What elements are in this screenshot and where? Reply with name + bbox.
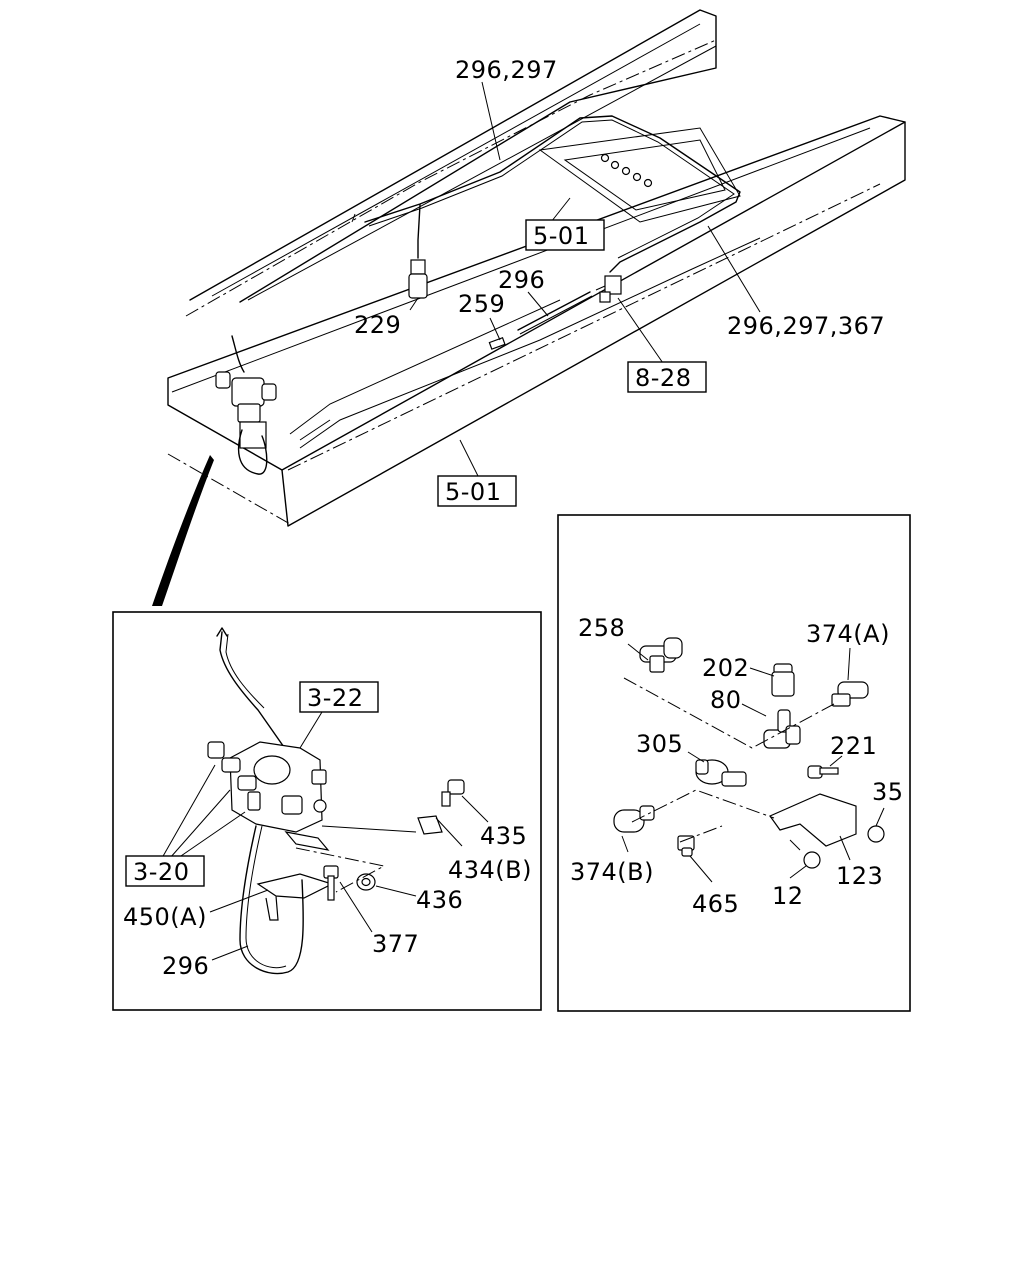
ref-8-28-label: 8-28 — [635, 364, 691, 392]
fitting-305-drawing — [695, 759, 747, 787]
fitting-374a-drawing — [831, 681, 869, 707]
label-374b: 374(B) — [570, 858, 654, 886]
ref-box-3-22[interactable]: 3-22 — [299, 681, 379, 713]
label-296-pipe-top: 296 — [498, 266, 545, 294]
ref-box-3-20[interactable]: 3-20 — [125, 855, 205, 887]
fitting-258-drawing — [639, 637, 683, 673]
label-80: 80 — [710, 686, 742, 714]
tee-80-drawing — [763, 709, 801, 749]
ref-box-5-01-bottom[interactable]: 5-01 — [437, 475, 517, 507]
nut-436-drawing — [356, 873, 376, 891]
label-259: 259 — [458, 290, 505, 318]
ref-3-22-label: 3-22 — [307, 684, 363, 712]
ref-3-20-label: 3-20 — [133, 858, 189, 886]
part-labels: 296,297 296,297,367 296 259 229 296 435 … — [123, 56, 904, 980]
reference-boxes: 5-01 8-28 5-01 3-22 3-20 — [125, 219, 707, 887]
fitting-374b-drawing — [613, 805, 655, 833]
valve-assembly-frame-drawing — [215, 335, 277, 475]
ref-5-01-top-label: 5-01 — [533, 222, 589, 250]
label-434b: 434(B) — [448, 856, 532, 884]
label-435: 435 — [480, 822, 527, 850]
label-374a: 374(A) — [806, 620, 890, 648]
crossmember-holes — [600, 153, 653, 188]
label-377: 377 — [372, 930, 419, 958]
label-202: 202 — [702, 654, 749, 682]
label-123: 123 — [836, 862, 883, 890]
bolt-377-drawing — [323, 865, 339, 901]
connector-8-28-drawing — [595, 275, 622, 303]
label-305: 305 — [636, 730, 683, 758]
label-229: 229 — [354, 311, 401, 339]
detail-box-left — [112, 611, 542, 1011]
label-258: 258 — [578, 614, 625, 642]
label-296-pipe-detail: 296 — [162, 952, 209, 980]
label-296-297-367: 296,297,367 — [727, 312, 885, 340]
detail-callout-wedge — [152, 455, 214, 606]
detail-box-right — [557, 514, 911, 1012]
label-436: 436 — [416, 886, 463, 914]
label-12: 12 — [772, 882, 804, 910]
relay-valve-drawing — [207, 741, 327, 833]
fitting-229-drawing — [408, 259, 428, 299]
label-221: 221 — [830, 732, 877, 760]
bolt-221-drawing — [807, 765, 839, 779]
ref-box-8-28[interactable]: 8-28 — [627, 361, 707, 393]
label-465: 465 — [692, 890, 739, 918]
label-450a: 450(A) — [123, 903, 207, 931]
ref-5-01-bottom-label: 5-01 — [445, 478, 501, 506]
ref-box-5-01-top[interactable]: 5-01 — [525, 219, 605, 251]
plug-465-drawing — [677, 835, 695, 857]
fitting-202-drawing — [771, 663, 795, 697]
label-35: 35 — [872, 778, 904, 806]
bolt-435-drawing — [441, 779, 465, 807]
label-296-297: 296,297 — [455, 56, 558, 84]
chassis-frame-drawing — [152, 9, 906, 606]
